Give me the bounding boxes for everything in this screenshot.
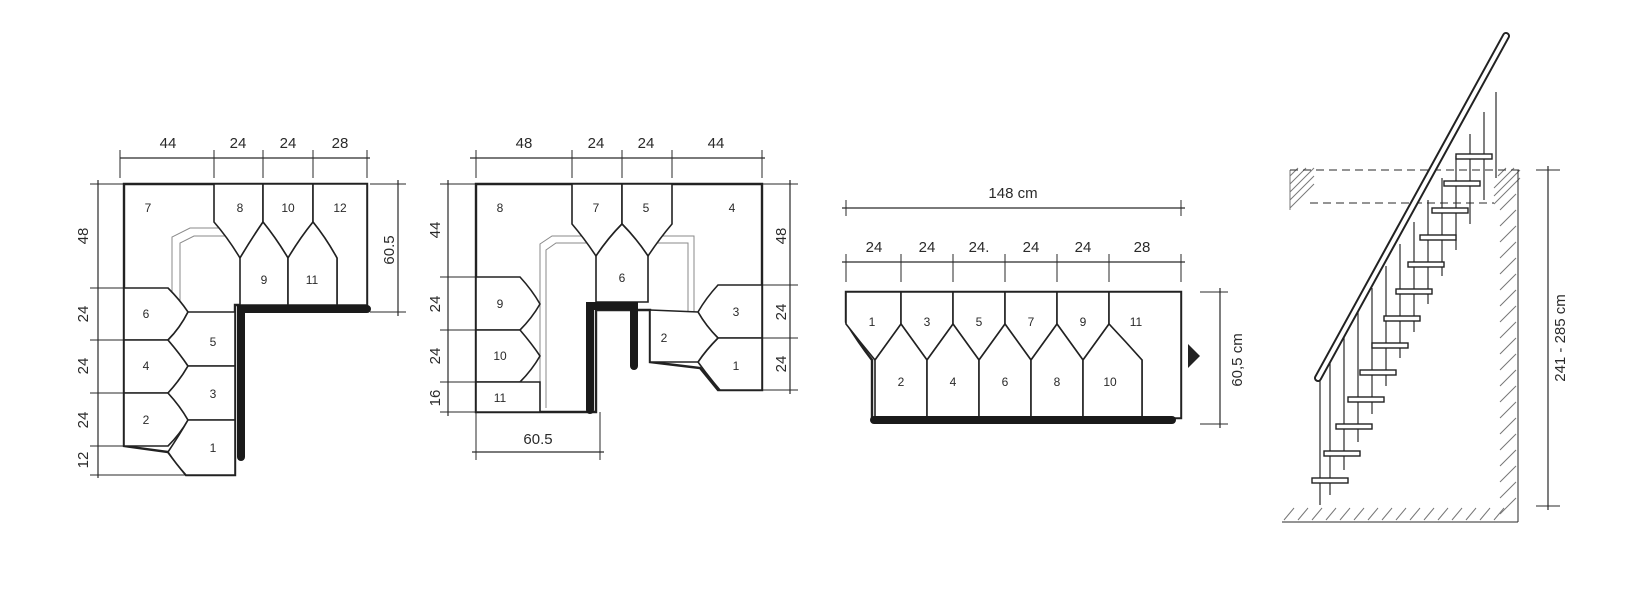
dim-total-width: 148 cm — [988, 185, 1037, 202]
tread-1: 1 — [869, 315, 876, 329]
dim-top-2: 24 — [588, 135, 605, 152]
tread-9: 9 — [1080, 315, 1087, 329]
tread-7: 7 — [145, 201, 152, 215]
wall-hatch — [1499, 170, 1519, 522]
floor-hatch — [1282, 507, 1518, 523]
tread-5: 5 — [976, 315, 983, 329]
segment-dimension-line: 24 24 24. 24 24 28 — [842, 239, 1185, 282]
dim-left-1: 48 — [75, 228, 92, 245]
tread-11: 11 — [1130, 315, 1143, 329]
bottom-dimension-line: 60.5 — [472, 412, 604, 460]
dim-right-3: 24 — [773, 356, 790, 373]
depth-dimension: 60,5 cm — [1200, 288, 1246, 428]
dim-bottom: 60.5 — [523, 431, 552, 448]
straight-tread-numbers: 1 3 5 7 9 11 2 4 6 8 10 — [869, 315, 1143, 389]
l-handrail — [237, 305, 371, 461]
direction-arrow — [1188, 344, 1200, 368]
dim-top-2: 24 — [230, 135, 247, 152]
tread-4: 4 — [729, 201, 736, 215]
l-tread-numbers: 1 2 3 4 5 6 7 8 9 10 11 12 — [143, 201, 347, 455]
dim-top-4: 28 — [332, 135, 349, 152]
handrail — [1314, 32, 1510, 382]
dim-right-1: 48 — [773, 228, 790, 245]
tread-12: 12 — [333, 201, 347, 215]
top-dimension-line: 44 24 24 28 — [119, 135, 370, 178]
tread-1: 1 — [210, 441, 217, 455]
plan-l-shape: 44 24 24 28 48 24 24 24 12 60.5 — [75, 135, 406, 478]
tread-2: 2 — [143, 413, 150, 427]
elevation-view: 241 - 285 cm — [1282, 32, 1569, 523]
height-dimension: 241 - 285 cm — [1536, 166, 1569, 510]
l-treads — [123, 183, 368, 476]
right-dimension-line: 60.5 — [370, 180, 406, 316]
tread-3: 3 — [733, 305, 740, 319]
tread-1: 1 — [733, 359, 740, 373]
dim-left-2: 24 — [75, 306, 92, 323]
dim-top-1: 48 — [516, 135, 533, 152]
dim-left-3: 24 — [75, 358, 92, 375]
tread-10: 10 — [281, 201, 295, 215]
tread-5: 5 — [643, 201, 650, 215]
tread-10: 10 — [1103, 375, 1117, 389]
u-treads — [475, 183, 763, 413]
tread-10: 10 — [493, 349, 507, 363]
tread-9: 9 — [261, 273, 268, 287]
u-handrail-left — [586, 302, 638, 414]
dim-left-1: 44 — [427, 222, 444, 239]
plan-straight: 148 cm 24 24 24. 24 24 28 60,5 cm — [842, 185, 1246, 428]
total-width-dimension: 148 cm — [842, 185, 1185, 216]
dim-seg-3: 24. — [969, 239, 990, 256]
dim-left-4: 24 — [75, 412, 92, 429]
dim-height-range: 241 - 285 cm — [1552, 294, 1569, 382]
top-dimension-line: 48 24 24 44 — [470, 135, 765, 178]
left-dimension-line: 48 24 24 24 12 — [75, 180, 185, 478]
tread-3: 3 — [924, 315, 931, 329]
tread-3: 3 — [210, 387, 217, 401]
tread-4: 4 — [143, 359, 150, 373]
left-dimension-line: 44 24 24 16 — [427, 180, 478, 416]
tread-2: 2 — [661, 331, 668, 345]
tread-8: 8 — [1054, 375, 1061, 389]
stair-treads — [1311, 153, 1493, 484]
dim-right: 60.5 — [381, 235, 398, 264]
tread-7: 7 — [593, 201, 600, 215]
dim-left-3: 24 — [427, 348, 444, 365]
right-dimension-line: 48 24 24 — [762, 180, 798, 394]
dim-top-3: 24 — [280, 135, 297, 152]
tread-11: 11 — [494, 391, 507, 405]
tread-6: 6 — [1002, 375, 1009, 389]
dim-seg-5: 24 — [1075, 239, 1092, 256]
dim-seg-1: 24 — [866, 239, 883, 256]
stair-posts — [1319, 92, 1497, 505]
tread-9: 9 — [497, 297, 504, 311]
plan-u-shape: 48 24 24 44 44 24 24 16 48 24 24 — [427, 135, 798, 460]
dim-top-1: 44 — [160, 135, 177, 152]
tread-6: 6 — [143, 307, 150, 321]
tread-5: 5 — [210, 335, 217, 349]
tread-8: 8 — [237, 201, 244, 215]
tread-11: 11 — [306, 273, 319, 287]
dim-left-5: 12 — [75, 452, 92, 469]
dim-seg-4: 24 — [1023, 239, 1040, 256]
dim-right-2: 24 — [773, 304, 790, 321]
tread-4: 4 — [950, 375, 957, 389]
dim-top-3: 24 — [638, 135, 655, 152]
straight-treads — [845, 291, 1182, 419]
dim-left-2: 24 — [427, 296, 444, 313]
tread-2: 2 — [898, 375, 905, 389]
dim-left-4: 16 — [427, 390, 444, 407]
dim-top-4: 44 — [708, 135, 725, 152]
u-tread-numbers: 1 2 3 4 5 6 7 8 9 10 11 — [493, 201, 739, 405]
tread-7: 7 — [1028, 315, 1035, 329]
dim-seg-6: 28 — [1134, 239, 1151, 256]
dim-seg-2: 24 — [919, 239, 936, 256]
dim-depth: 60,5 cm — [1229, 333, 1246, 386]
tread-8: 8 — [497, 201, 504, 215]
ceiling-hatch — [1289, 167, 1521, 210]
tread-6: 6 — [619, 271, 626, 285]
